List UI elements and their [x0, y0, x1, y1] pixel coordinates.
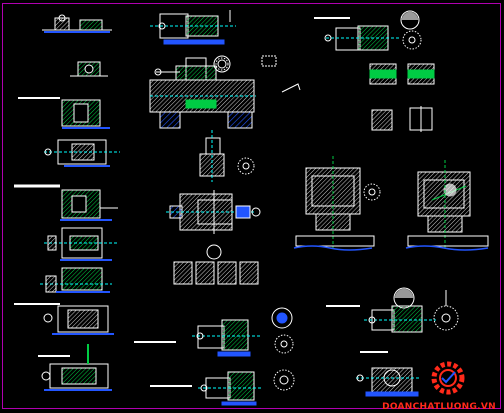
hobbing-setup-lower-right	[326, 287, 459, 333]
gear-setup-top-center	[150, 10, 236, 45]
gear-pair-bottom	[271, 307, 295, 391]
part-sketch-5	[14, 184, 118, 221]
part-sketch-8	[14, 303, 114, 335]
gear-setup-bottom-center-2	[150, 371, 262, 406]
left-column-drawings	[14, 14, 120, 391]
part-sketch-6	[44, 227, 118, 261]
drawing-frame	[2, 3, 501, 409]
watermark-text: DOANCHATLUONG.VN	[382, 402, 496, 412]
right-column-drawings	[293, 10, 489, 397]
gear-shaper-assembly-right	[405, 160, 489, 251]
gear-small-center	[215, 55, 301, 93]
part-sketch-9	[38, 344, 112, 391]
gear-shaper-assembly-left	[293, 156, 381, 251]
hobbing-setup-top-right	[314, 10, 422, 51]
gear-blank-vertical	[199, 130, 255, 182]
gear-logo-icon	[431, 361, 465, 395]
gear-blank-pair-white	[371, 106, 433, 132]
fixture-assembly-main	[149, 55, 256, 129]
part-sketch-7	[40, 267, 112, 293]
gear-setup-bottom-center-1	[134, 319, 260, 357]
chuck-assembly	[166, 190, 261, 234]
gear-blank-pair-green	[369, 63, 435, 85]
part-sketch-4	[44, 139, 120, 167]
part-sketch-3	[18, 97, 110, 129]
part-sketch-2	[70, 61, 108, 77]
roller-set	[173, 244, 259, 285]
part-sketch-1	[42, 14, 112, 33]
center-column-drawings	[134, 10, 301, 406]
gear-bearing-assembly	[356, 351, 420, 397]
